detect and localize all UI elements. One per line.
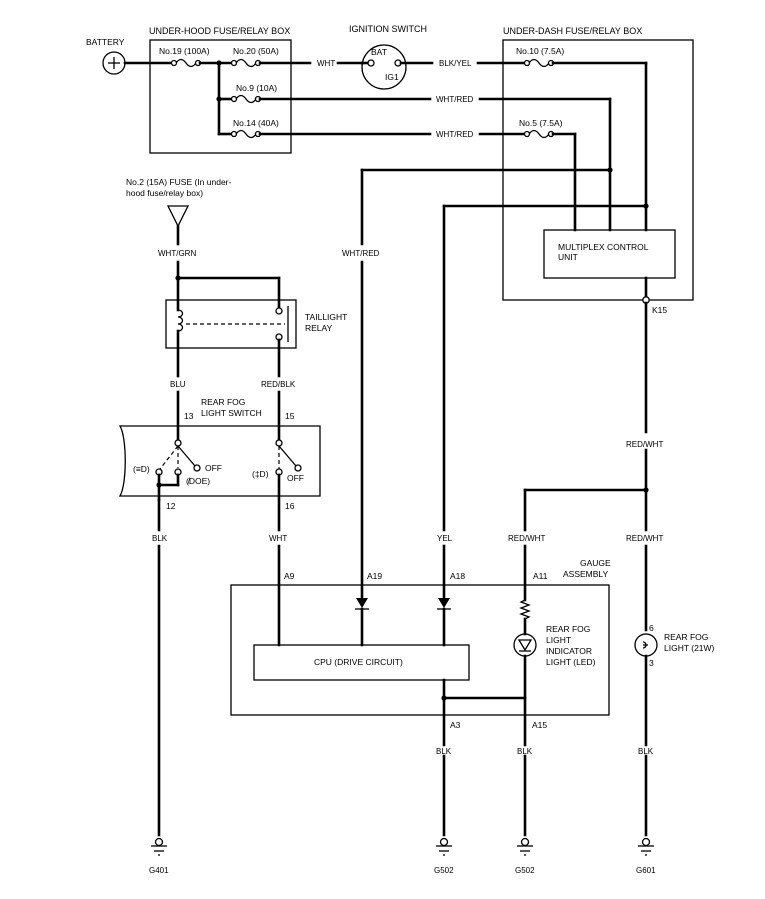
label-lamp-2: LIGHT (21W) [664,643,715,653]
ground-g502b-icon [517,837,533,856]
fuse-2-terminal-icon [166,205,190,228]
label-led-4: LIGHT (LED) [546,657,596,667]
underhood-fuse-box [149,39,292,154]
fuse-5-icon [523,129,555,139]
wire-wht-red-vert: WHT/RED [342,249,380,258]
relay-coil-icon [177,309,184,332]
label-fuse-5: No.5 (7.5A) [519,118,563,128]
fuse-9-icon [230,94,262,104]
label-fuse-14: No.14 (40A) [233,118,279,128]
wire-blk-sw: BLK [152,534,168,543]
fuse-20-icon [230,58,262,68]
label-fuse-2-2: hood fuse/relay box) [126,188,203,198]
label-ign-bat: BAT [371,47,387,57]
rear-fog-switch-box [118,425,321,497]
wire-blu: BLU [170,380,186,389]
pin-lamp-6: 6 [649,623,654,633]
led-indicator-icon [513,633,537,657]
ground-g401: G401 [149,866,169,875]
label-cpu: CPU (DRIVE CIRCUIT) [314,657,403,667]
fuse-19-icon [170,58,202,68]
pin-13: 13 [184,411,194,421]
label-battery: BATTERY [86,37,125,47]
wire-red-wht-lower: RED/WHT [626,534,663,543]
label-relay-1: TAILLIGHT [305,312,347,322]
diode-a18-icon [438,598,450,608]
label-fuse-9: No.9 (10A) [236,83,277,93]
label-switch-1: REAR FOG [201,397,245,407]
ground-g502b: G502 [515,866,535,875]
label-ignition-switch: IGNITION SWITCH [349,24,427,34]
ground-g401-icon [151,837,167,856]
label-gauge-2: ASSEMBLY [563,569,609,579]
diode-a19-icon [356,598,368,608]
label-led-3: INDICATOR [546,646,592,656]
wire-wht-red-1: WHT/RED [436,95,474,104]
switch-pos-fog: (‡D) [252,469,269,479]
wire-red-wht-upper: RED/WHT [626,440,663,449]
wire-red-blk: RED/BLK [261,380,296,389]
pin-15: 15 [285,411,295,421]
wire-wht-grn: WHT/GRN [158,249,196,258]
pin-a19: A19 [367,571,382,581]
pin-a9: A9 [284,571,295,581]
ignition-switch-icon [361,44,407,90]
fuse-14-icon [230,129,262,139]
gauge-assembly-box [230,584,610,716]
label-mcu-2: UNIT [558,252,578,262]
pin-12: 12 [166,501,176,511]
pin-16: 16 [285,501,295,511]
wire-blk-yel: BLK/YEL [439,59,472,68]
pin-a18: A18 [450,571,465,581]
label-switch-2: LIGHT SWITCH [201,408,262,418]
switch-off-1: OFF [205,463,222,473]
fuse-10-icon [523,58,555,68]
wire-blk-a3: BLK [436,747,452,756]
label-fuse-10: No.10 (7.5A) [516,46,564,56]
switch-off-2: OFF [287,473,304,483]
label-fuse-2-1: No.2 (15A) FUSE (In under- [126,177,232,187]
ground-g502a: G502 [434,866,454,875]
pin-lamp-3: 3 [649,658,654,668]
pin-k15: K15 [652,305,667,315]
switch-pos-park: (̸DOE) [186,476,210,486]
pin-a3: A3 [450,720,461,730]
label-gauge-1: GAUGE [580,558,611,568]
wire-red-wht-led: RED/WHT [508,534,545,543]
label-fuse-19: No.19 (100A) [159,46,210,56]
wire-blk-lamp: BLK [638,747,654,756]
wire-wht-sw: WHT [269,534,287,543]
pin-a15: A15 [532,720,547,730]
switch-pos-head: (≡D) [133,464,150,474]
label-led-2: LIGHT [546,635,571,645]
resistor-icon [519,599,531,620]
label-ign-ig1: IG1 [385,72,399,82]
label-underhood-box: UNDER-HOOD FUSE/RELAY BOX [149,26,290,36]
pin-a11: A11 [533,571,548,581]
ground-g601: G601 [636,866,656,875]
label-lamp-1: REAR FOG [664,632,708,642]
label-fuse-20: No.20 (50A) [233,46,279,56]
label-relay-2: RELAY [305,323,333,333]
wire-wht-red-2: WHT/RED [436,130,474,139]
ground-g502a-icon [436,837,452,856]
wire-yel: YEL [437,534,453,543]
wire-blk-a15: BLK [517,747,533,756]
taillight-relay-box [165,299,297,349]
label-led-1: REAR FOG [546,624,590,634]
label-mcu-1: MULTIPLEX CONTROL [558,242,649,252]
label-underdash-box: UNDER-DASH FUSE/RELAY BOX [503,26,642,36]
wire-wht-top: WHT [317,59,335,68]
ground-g601-icon [638,837,654,856]
